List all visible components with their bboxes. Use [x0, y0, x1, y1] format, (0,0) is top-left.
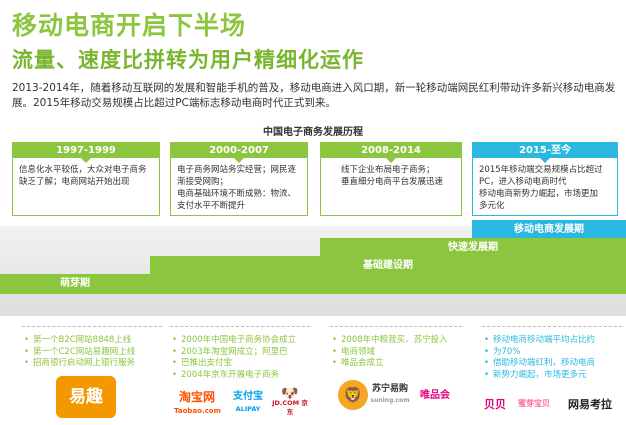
- era-period: 2015-至今: [473, 143, 617, 163]
- era-description: 电子商务网站务实经营；网民逐渐接受网购； 电商基础环境不断成熟：物流、支付水平不…: [177, 165, 297, 211]
- era-period: 1997-1999: [13, 143, 159, 163]
- yiqu-logo: 易趣: [56, 376, 116, 418]
- jd-logo: 🐶 JD.COM 京东: [272, 386, 308, 416]
- era-box-2: 2000-2007 电子商务网站务实经营；网民逐渐接受网购； 电商基础环境不断成…: [170, 142, 308, 216]
- examples-col-2: 2000年中国电子商务协会成立2003年淘宝网成立；阿里巴巴推出支付宝2004年…: [170, 326, 310, 425]
- dog-icon: 🐶: [281, 386, 299, 402]
- era-description: 线下企业布局电子商务；垂直细分电商平台发展迅速: [341, 165, 444, 187]
- suning-logo: 苏宁易购 suning.com: [370, 384, 410, 404]
- timeline-title: 中国电子商务发展历程: [263, 127, 363, 138]
- example-list: 第一个B2C网站8848上线第一个C2C网站易趣网上线招商银行启动网上银行服务: [24, 335, 135, 370]
- beibei-logo: 贝贝: [484, 398, 506, 411]
- examples-col-1: 第一个B2C网站8848上线第一个C2C网站易趣网上线招商银行启动网上银行服务 …: [22, 326, 162, 425]
- stage-infrastructure: 基础建设期: [150, 256, 626, 276]
- mia-logo: 蜜芽宝贝: [518, 399, 550, 408]
- intro-paragraph: 2013-2014年，随着移动互联网的发展和智能手机的普及，移动电商进入风口期，…: [12, 82, 616, 109]
- examples-col-3: 2008年中粮我买、苏宁投入电商领域唯品会成立 🦁 苏宁易购 suning.co…: [330, 326, 462, 425]
- era-box-1: 1997-1999 信息化水平较低，大众对电子商务缺乏了解；电商网站开始出现: [12, 142, 160, 216]
- example-list: 2000年中国电子商务协会成立2003年淘宝网成立；阿里巴巴推出支付宝2004年…: [172, 335, 296, 381]
- vip-logo: 唯品会: [420, 390, 450, 401]
- taobao-logo: 淘宝网 Taobao.com: [174, 390, 221, 415]
- page-subtitle: 流量、速度比拼转为用户精细化运作: [12, 48, 364, 72]
- example-list: 2008年中粮我买、苏宁投入电商领域唯品会成立: [332, 335, 448, 370]
- nonoise-logo: 网易考拉: [568, 398, 612, 411]
- examples-col-4: 移动电商移动端平均占比约为70%借助移动端红利，移动电商新势力崛起，市场更多元 …: [482, 326, 622, 425]
- stage-embryonic: 萌芽期: [0, 274, 626, 294]
- alipay-logo: 支付宝 ALIPAY: [233, 391, 263, 413]
- era-period: 2008-2014: [321, 143, 461, 163]
- stage-fast-growth: 快速发展期: [320, 238, 626, 258]
- era-description: 信息化水平较低，大众对电子商务缺乏了解；电商网站开始出现: [19, 165, 147, 187]
- era-box-3: 2008-2014 线下企业布局电子商务；垂直细分电商平台发展迅速: [320, 142, 462, 216]
- page-title: 移动电商开启下半场: [12, 11, 247, 40]
- era-period: 2000-2007: [171, 143, 307, 163]
- stage-mobile: 移动电商发展期: [472, 220, 626, 240]
- suning-lion-icon: 🦁: [338, 380, 368, 410]
- example-list: 移动电商移动端平均占比约为70%借助移动端红利，移动电商新势力崛起，市场更多元: [484, 335, 595, 381]
